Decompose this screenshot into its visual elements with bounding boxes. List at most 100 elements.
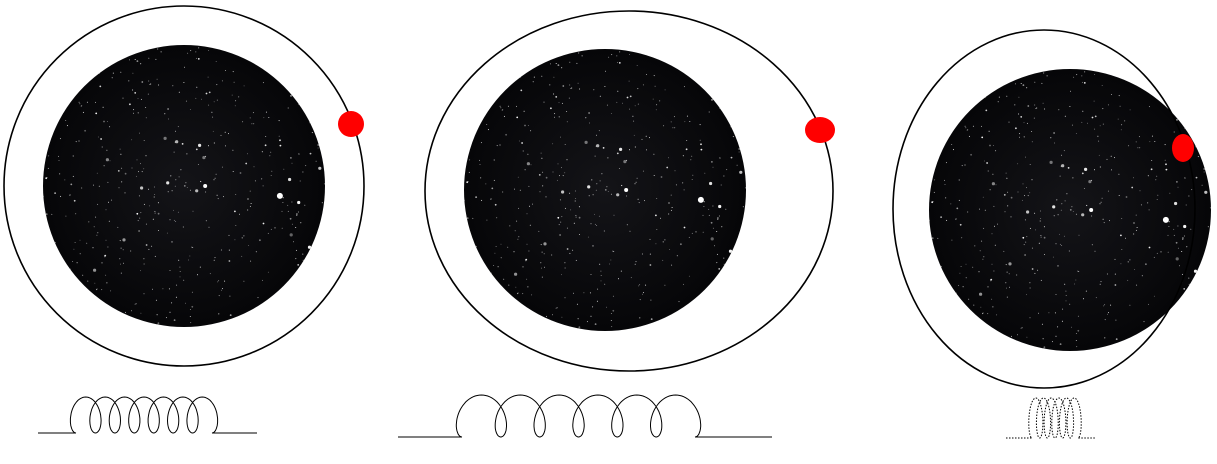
- star: [197, 274, 198, 275]
- star: [183, 280, 184, 281]
- star: [79, 103, 80, 104]
- star: [107, 247, 108, 248]
- star: [190, 322, 191, 323]
- star: [720, 206, 721, 207]
- star: [235, 105, 236, 106]
- star: [986, 162, 988, 164]
- star: [616, 102, 617, 103]
- star: [974, 245, 975, 246]
- star: [1027, 123, 1028, 124]
- star: [1118, 119, 1119, 120]
- star: [546, 196, 547, 197]
- star: [1142, 275, 1143, 276]
- star: [711, 222, 713, 224]
- star: [1136, 141, 1137, 142]
- star: [254, 166, 255, 167]
- star: [290, 218, 292, 220]
- star: [565, 144, 566, 145]
- star: [184, 67, 185, 68]
- star: [563, 175, 564, 176]
- star: [704, 173, 705, 174]
- star: [300, 222, 301, 223]
- star: [1195, 146, 1196, 147]
- star: [567, 159, 568, 160]
- star: [101, 289, 102, 290]
- star: [498, 266, 499, 267]
- star: [669, 249, 670, 250]
- star: [480, 177, 481, 178]
- star: [559, 234, 561, 236]
- star: [607, 105, 608, 106]
- star: [607, 157, 608, 158]
- star: [316, 161, 317, 162]
- star: [1186, 205, 1187, 206]
- star: [79, 102, 80, 103]
- star: [504, 116, 505, 117]
- orbiting-marker: [805, 117, 835, 143]
- star: [171, 241, 173, 243]
- star: [1022, 327, 1023, 328]
- star: [661, 176, 663, 178]
- star: [64, 179, 65, 180]
- star: [585, 141, 588, 144]
- star: [1035, 108, 1036, 109]
- star: [106, 150, 107, 151]
- star: [235, 225, 236, 226]
- star: [1076, 346, 1077, 347]
- star: [218, 313, 219, 314]
- star: [579, 89, 580, 90]
- star: [981, 126, 982, 127]
- star: [250, 206, 251, 207]
- star: [1149, 106, 1150, 107]
- star: [140, 270, 141, 271]
- star: [250, 261, 251, 262]
- star: [579, 326, 581, 328]
- star: [1105, 319, 1106, 320]
- star: [1182, 237, 1184, 239]
- star: [131, 310, 132, 311]
- star: [248, 245, 249, 246]
- star: [544, 253, 545, 254]
- star: [208, 105, 209, 106]
- star: [1111, 169, 1112, 170]
- star: [997, 224, 998, 225]
- star: [1076, 133, 1077, 134]
- star: [97, 173, 98, 174]
- star: [1035, 229, 1036, 230]
- star: [221, 135, 222, 136]
- star: [464, 200, 465, 201]
- star: [158, 213, 160, 215]
- star: [211, 112, 212, 113]
- star: [717, 254, 718, 255]
- star: [713, 228, 714, 229]
- star: [966, 264, 967, 265]
- star: [283, 169, 284, 170]
- star: [638, 199, 639, 200]
- star: [51, 214, 52, 215]
- star: [312, 132, 313, 133]
- star: [654, 75, 655, 76]
- star: [1176, 242, 1178, 244]
- star: [566, 111, 567, 112]
- star: [739, 171, 742, 174]
- star: [630, 231, 631, 232]
- star: [86, 243, 87, 244]
- star: [143, 168, 144, 169]
- star: [731, 157, 733, 159]
- star: [608, 191, 609, 192]
- star: [1007, 272, 1008, 273]
- star: [157, 314, 158, 315]
- star: [719, 108, 720, 109]
- star: [980, 307, 981, 308]
- star: [597, 289, 598, 290]
- star: [305, 165, 306, 166]
- star: [109, 126, 110, 127]
- star: [125, 312, 126, 313]
- star: [99, 86, 101, 88]
- star: [569, 193, 570, 194]
- star: [1119, 195, 1120, 196]
- star: [611, 313, 612, 314]
- star: [992, 174, 993, 175]
- star: [711, 237, 714, 240]
- star: [1154, 257, 1155, 258]
